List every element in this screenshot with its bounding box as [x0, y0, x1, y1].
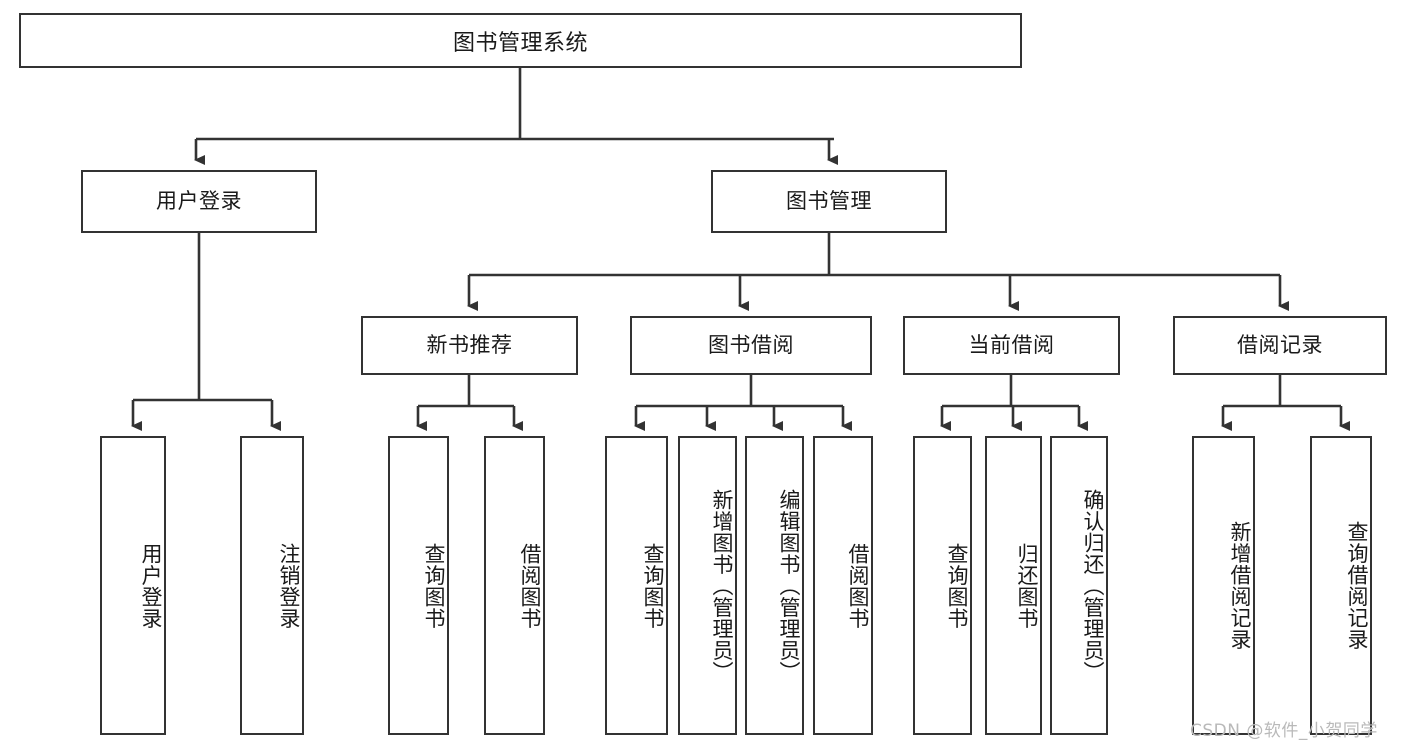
- node-user-login-label: 用户登录: [156, 188, 242, 213]
- node-current-borrow[interactable]: 当前借阅: [903, 316, 1120, 375]
- leaf-edit-book-admin[interactable]: 编辑图书（管理员）: [745, 436, 804, 735]
- node-book-management[interactable]: 图书管理: [711, 170, 947, 233]
- node-new-book-recommend-label: 新书推荐: [426, 332, 513, 357]
- leaf-borrow-book-recommend[interactable]: 借阅图书: [484, 436, 545, 735]
- node-root-label: 图书管理系统: [452, 30, 588, 56]
- leaf-user-login[interactable]: 用户登录: [100, 436, 166, 735]
- node-new-book-recommend[interactable]: 新书推荐: [361, 316, 578, 375]
- node-book-borrow[interactable]: 图书借阅: [630, 316, 872, 375]
- node-book-management-label: 图书管理: [786, 188, 872, 213]
- node-root[interactable]: 图书管理系统: [19, 13, 1022, 68]
- leaf-add-book-admin-label: 新增图书（管理员）: [710, 488, 734, 683]
- leaf-query-book-recommend[interactable]: 查询图书: [388, 436, 449, 735]
- leaf-return-book-label: 归还图书: [1015, 542, 1039, 629]
- leaf-query-book-recommend-label: 查询图书: [422, 542, 446, 629]
- leaf-add-borrow-record[interactable]: 新增借阅记录: [1192, 436, 1255, 735]
- leaf-return-book[interactable]: 归还图书: [985, 436, 1042, 735]
- node-borrow-record-label: 借阅记录: [1237, 332, 1323, 357]
- node-borrow-record[interactable]: 借阅记录: [1173, 316, 1387, 375]
- leaf-query-book-borrow-label: 查询图书: [641, 542, 665, 629]
- leaf-query-borrow-record-label: 查询借阅记录: [1345, 521, 1369, 650]
- leaf-query-borrow-record[interactable]: 查询借阅记录: [1310, 436, 1372, 735]
- leaf-logout[interactable]: 注销登录: [240, 436, 304, 735]
- leaf-query-book-borrow[interactable]: 查询图书: [605, 436, 668, 735]
- leaf-query-book-current-label: 查询图书: [945, 542, 969, 629]
- leaf-borrow-book-label: 借阅图书: [846, 542, 870, 629]
- leaf-logout-label: 注销登录: [277, 542, 301, 629]
- leaf-borrow-book-recommend-label: 借阅图书: [518, 542, 542, 629]
- leaf-confirm-return-admin-label: 确认归还（管理员）: [1081, 488, 1105, 683]
- leaf-query-book-current[interactable]: 查询图书: [913, 436, 972, 735]
- leaf-borrow-book[interactable]: 借阅图书: [813, 436, 873, 735]
- node-current-borrow-label: 当前借阅: [968, 332, 1055, 357]
- leaf-user-login-label: 用户登录: [139, 542, 163, 629]
- leaf-add-book-admin[interactable]: 新增图书（管理员）: [678, 436, 737, 735]
- leaf-add-borrow-record-label: 新增借阅记录: [1228, 521, 1252, 650]
- leaf-edit-book-admin-label: 编辑图书（管理员）: [777, 488, 801, 683]
- node-book-borrow-label: 图书借阅: [708, 332, 794, 357]
- leaf-confirm-return-admin[interactable]: 确认归还（管理员）: [1050, 436, 1108, 735]
- node-user-login[interactable]: 用户登录: [81, 170, 317, 233]
